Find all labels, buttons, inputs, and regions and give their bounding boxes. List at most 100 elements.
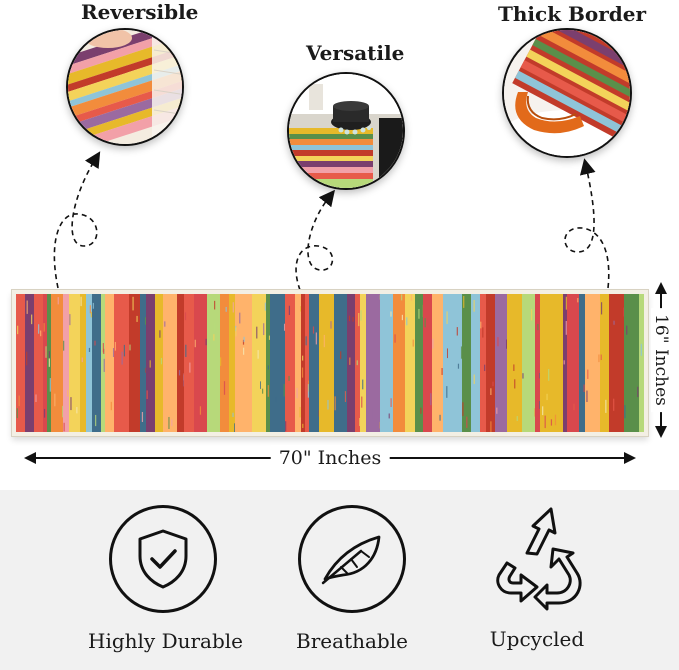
rug-stripe xyxy=(25,294,35,432)
rug-fleck xyxy=(154,307,156,316)
rug-stripe xyxy=(140,294,147,432)
rug-stripe xyxy=(432,294,444,432)
rug-stripe xyxy=(155,294,164,432)
rug-fleck xyxy=(296,387,298,399)
rug-stripe xyxy=(105,294,115,432)
rug-fleck xyxy=(136,315,138,322)
rug-fleck xyxy=(85,312,87,322)
rug-stripe xyxy=(471,294,481,432)
rug-fleck xyxy=(406,317,408,326)
rug-fleck xyxy=(43,323,45,332)
rug-stripe xyxy=(540,294,549,432)
rug-stripe xyxy=(252,294,262,432)
rug-stripe xyxy=(507,294,523,432)
rug-fleck xyxy=(49,378,51,392)
rug-fleck xyxy=(315,332,317,345)
rug-fleck xyxy=(62,405,64,418)
rug-fleck xyxy=(349,357,351,365)
rug-stripe xyxy=(415,294,424,432)
rug-fleck xyxy=(359,418,361,427)
rug-fleck xyxy=(214,300,216,310)
rug-fleck xyxy=(156,388,158,402)
rug-stripe xyxy=(600,294,610,432)
rug-fleck xyxy=(26,300,28,314)
rug-fleck xyxy=(213,334,215,341)
rug-fleck xyxy=(513,364,515,371)
rug-fleck xyxy=(145,367,147,373)
shield-check-icon xyxy=(138,529,188,589)
rug-fleck xyxy=(490,388,492,395)
rug-fleck xyxy=(530,309,533,321)
rug-fleck xyxy=(239,312,241,324)
rug-fleck xyxy=(141,411,144,422)
rug-fleck xyxy=(149,360,151,368)
rug-stripe xyxy=(563,294,568,432)
rug-fleck xyxy=(356,360,358,366)
badge-ring xyxy=(298,505,406,613)
rug-stripe xyxy=(16,294,26,432)
width-dimension: 70" Inches xyxy=(24,445,636,471)
rug-stripe xyxy=(63,294,70,432)
rug-stripe xyxy=(229,294,236,432)
rug-fleck xyxy=(361,396,363,408)
rug-fleck xyxy=(256,326,258,339)
rug-fleck xyxy=(38,324,40,334)
rug-fleck xyxy=(492,381,494,387)
rug-fleck xyxy=(232,412,234,417)
rug-fleck xyxy=(573,403,575,411)
rug-fleck xyxy=(171,419,173,427)
rug-fleck xyxy=(110,401,112,411)
rug-fleck xyxy=(388,413,390,419)
rug-fleck xyxy=(214,322,216,332)
rug-stripe xyxy=(495,294,508,432)
badge-highly-durable: Highly Durable xyxy=(88,505,243,653)
rug-fleck xyxy=(45,346,47,358)
rug-fleck xyxy=(605,399,607,413)
rug-fleck xyxy=(144,317,147,325)
rug-fleck xyxy=(300,306,302,312)
rug-fleck xyxy=(184,312,187,321)
rug-stripe xyxy=(285,294,296,432)
rug-fleck xyxy=(121,351,123,365)
rug-fleck xyxy=(330,321,332,329)
rug-fleck xyxy=(63,422,65,432)
rug-stripe xyxy=(80,294,87,432)
rug-fleck xyxy=(390,398,392,407)
rug-fleck xyxy=(418,308,420,319)
rug-fleck xyxy=(484,364,486,372)
rug-fleck xyxy=(89,305,91,314)
rug-fleck xyxy=(579,296,581,302)
rug-fleck xyxy=(178,370,181,376)
rug-fleck xyxy=(232,302,234,313)
rug-fleck xyxy=(223,381,226,395)
rug-fleck xyxy=(482,327,484,338)
rug-fleck xyxy=(432,338,434,349)
rug-fleck xyxy=(348,315,351,322)
rug-fleck xyxy=(242,339,245,345)
rug-stripe xyxy=(380,294,394,432)
rug-fleck xyxy=(18,395,20,407)
rug-fleck xyxy=(600,354,602,361)
rug-fleck xyxy=(550,419,553,426)
rug-stripe xyxy=(639,294,644,432)
rug-stripe xyxy=(423,294,433,432)
badge-label-breathable: Breathable xyxy=(296,629,408,653)
thick-border-detail-image xyxy=(502,28,632,158)
rug-fleck xyxy=(90,311,92,318)
rug-runner-image xyxy=(12,290,648,436)
rug-fleck xyxy=(624,405,626,419)
rug-fleck xyxy=(307,384,310,398)
rug-stripe xyxy=(177,294,185,432)
rug-fleck xyxy=(371,407,373,419)
rug-fleck xyxy=(390,311,392,317)
rug-stripe xyxy=(319,294,335,432)
rug-fleck xyxy=(462,402,464,417)
rug-fleck xyxy=(613,320,615,325)
badge-upcycled: Upcycled xyxy=(462,497,612,651)
rug-fleck xyxy=(160,357,163,365)
rug-fleck xyxy=(103,358,105,372)
rug-stripe xyxy=(305,294,310,432)
rug-stripe xyxy=(366,294,381,432)
rug-fleck xyxy=(344,391,347,402)
rug-fleck xyxy=(496,407,498,414)
